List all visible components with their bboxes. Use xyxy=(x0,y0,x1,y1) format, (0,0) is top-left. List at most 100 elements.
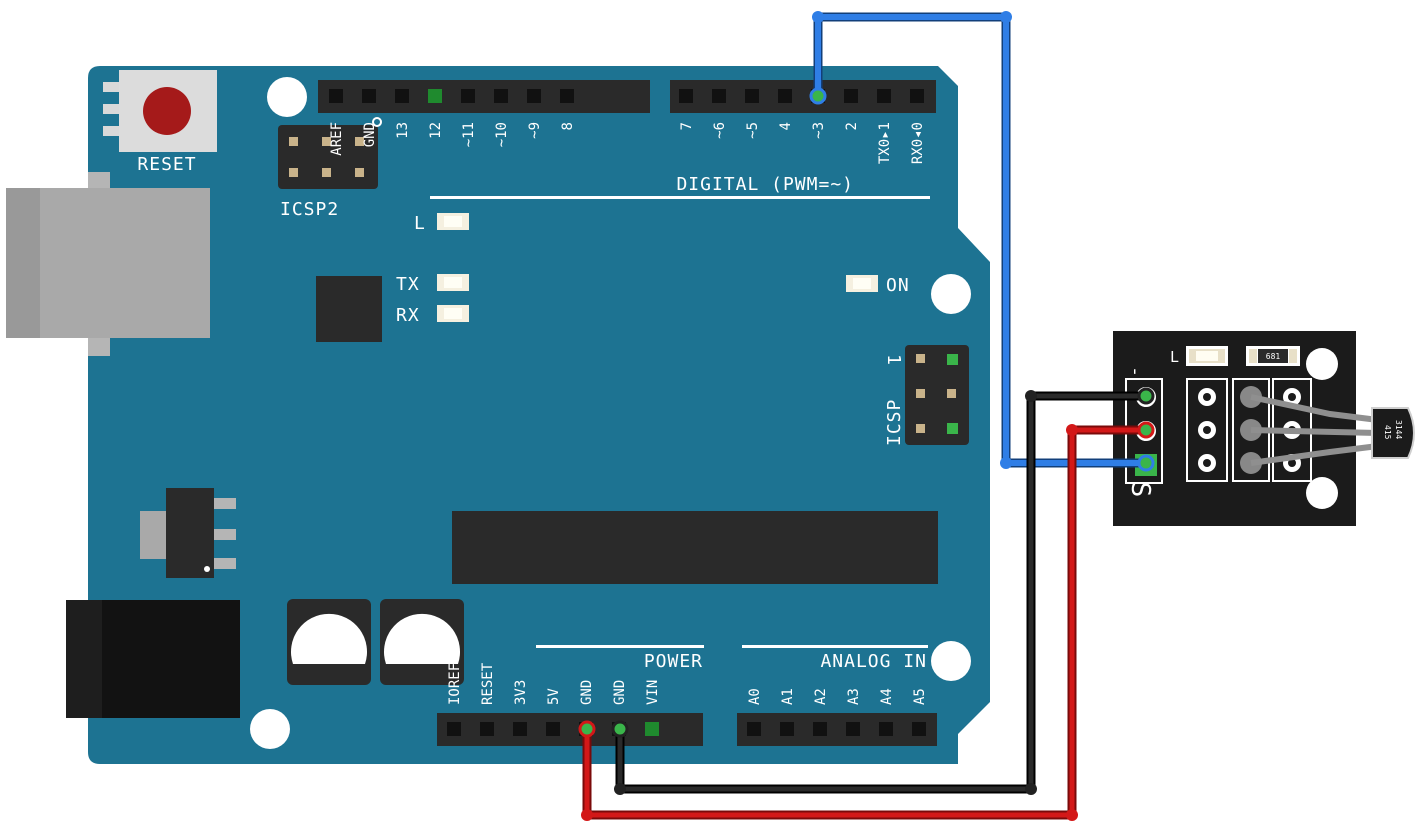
header-pin-a4 xyxy=(879,722,893,736)
capacitor xyxy=(287,599,371,685)
header-pin-10 xyxy=(494,89,508,103)
module-mounting-hole xyxy=(1306,477,1338,509)
icsp-header xyxy=(905,345,969,445)
header-pin-13 xyxy=(395,89,409,103)
pin-label-4: 4 xyxy=(778,122,794,130)
reset-button[interactable] xyxy=(103,70,217,152)
sensor-marking-2: 415 xyxy=(1383,425,1392,440)
module-resistor: 681 xyxy=(1246,346,1300,366)
header-pin-11 xyxy=(461,89,475,103)
pin-label-9: ~9 xyxy=(527,122,543,139)
module-pin-minus-label: - xyxy=(1125,366,1146,378)
pin-label-2: 2 xyxy=(844,122,860,130)
header-pin-ioref xyxy=(447,722,461,736)
pin-label-5v: 5V xyxy=(546,688,562,705)
pin-label-gnd: GND xyxy=(612,680,628,705)
header-pin-rx0-0 xyxy=(910,89,924,103)
module-mounting-hole xyxy=(1306,348,1338,380)
header-pin-tx0-1 xyxy=(877,89,891,103)
sensor-legs xyxy=(1250,394,1379,466)
pin-label-ioref: IOREF xyxy=(447,663,463,705)
digital-header-right xyxy=(670,80,936,113)
pin-label-gnd: GND xyxy=(362,122,378,147)
pin-label-a2: A2 xyxy=(813,688,829,705)
pin-label-rx0-0: RX0◂0 xyxy=(910,122,926,164)
header-pin-9 xyxy=(527,89,541,103)
module-led xyxy=(1186,346,1228,366)
header-pin-a3 xyxy=(846,722,860,736)
pin-label-gnd: GND xyxy=(579,680,595,705)
icsp-label: ICSP xyxy=(884,399,905,446)
capacitor xyxy=(380,599,464,685)
icsp2-header xyxy=(278,125,378,189)
led-rx-label: RX xyxy=(396,305,420,326)
voltage-regulator xyxy=(140,488,236,578)
header-pin-2 xyxy=(844,89,858,103)
usb-controller-chip xyxy=(316,276,382,342)
digital-label: DIGITAL (PWM=~) xyxy=(676,174,854,195)
header-pin-5 xyxy=(745,89,759,103)
pin-label-a5: A5 xyxy=(912,688,928,705)
header-pin-a1 xyxy=(780,722,794,736)
led-on-label: ON xyxy=(886,275,910,296)
main-microcontroller xyxy=(452,511,938,584)
resistor-code: 681 xyxy=(1266,352,1281,361)
header-pin-3v3 xyxy=(513,722,527,736)
reset-label: RESET xyxy=(137,154,196,175)
led-on xyxy=(846,275,878,292)
module-led-label: L xyxy=(1170,348,1180,366)
icsp-pin1-label: 1 xyxy=(883,354,904,366)
header-pin-a5 xyxy=(912,722,926,736)
digital-header-left xyxy=(318,80,650,113)
header-pin-vin xyxy=(645,722,659,736)
pin-label-reset: RESET xyxy=(480,662,496,705)
pin-label-3: ~3 xyxy=(811,122,827,139)
pin-label-5: ~5 xyxy=(745,122,761,139)
mounting-hole xyxy=(250,709,290,749)
sensor-marking-1: 3144 xyxy=(1394,420,1403,439)
led-tx xyxy=(437,274,469,291)
pin-label-12: 12 xyxy=(428,122,444,139)
mounting-hole xyxy=(267,77,307,117)
pin-label-aref: AREF xyxy=(329,122,345,156)
header-pin-reset xyxy=(480,722,494,736)
pin-label-a4: A4 xyxy=(879,688,895,705)
module-pad-column xyxy=(1186,378,1228,482)
led-l-label: L xyxy=(414,213,426,234)
header-pin-6 xyxy=(712,89,726,103)
wire-signal-blue xyxy=(809,11,1155,472)
led-rx xyxy=(437,305,469,322)
mounting-hole xyxy=(931,641,971,681)
header-pin-a2 xyxy=(813,722,827,736)
header-pin-12 xyxy=(428,89,442,103)
header-pin-gnd xyxy=(362,89,376,103)
analog-label: ANALOG IN xyxy=(820,651,927,672)
pin-label-vin: VIN xyxy=(645,680,661,705)
pin-label-3v3: 3V3 xyxy=(513,680,529,705)
pin-label-a0: A0 xyxy=(747,688,763,705)
header-pin-a0 xyxy=(747,722,761,736)
pin-label-8: 8 xyxy=(560,122,576,130)
wire-ground-black xyxy=(611,387,1155,795)
pin-label-10: ~10 xyxy=(494,122,510,147)
pin-label-6: ~6 xyxy=(712,122,728,139)
led-l xyxy=(437,213,469,230)
pcb xyxy=(88,66,990,764)
analog-header xyxy=(737,713,937,746)
header-pin-8 xyxy=(560,89,574,103)
wire-power-red xyxy=(578,421,1155,821)
module-pin-signal-label: S xyxy=(1125,482,1155,499)
mounting-hole xyxy=(931,274,971,314)
pin-label-11: ~11 xyxy=(461,122,477,147)
header-pin-5v xyxy=(546,722,560,736)
pin-label-a3: A3 xyxy=(846,688,862,705)
icsp2-label: ICSP2 xyxy=(280,199,339,220)
power-header xyxy=(437,713,703,746)
pin-label-13: 13 xyxy=(395,122,411,139)
pin-label-7: 7 xyxy=(679,122,695,130)
header-pin-4 xyxy=(778,89,792,103)
pin-label-tx0-1: TX0▸1 xyxy=(877,122,893,164)
header-pin-aref xyxy=(329,89,343,103)
hall-sensor: 3144 415 xyxy=(1371,407,1415,459)
